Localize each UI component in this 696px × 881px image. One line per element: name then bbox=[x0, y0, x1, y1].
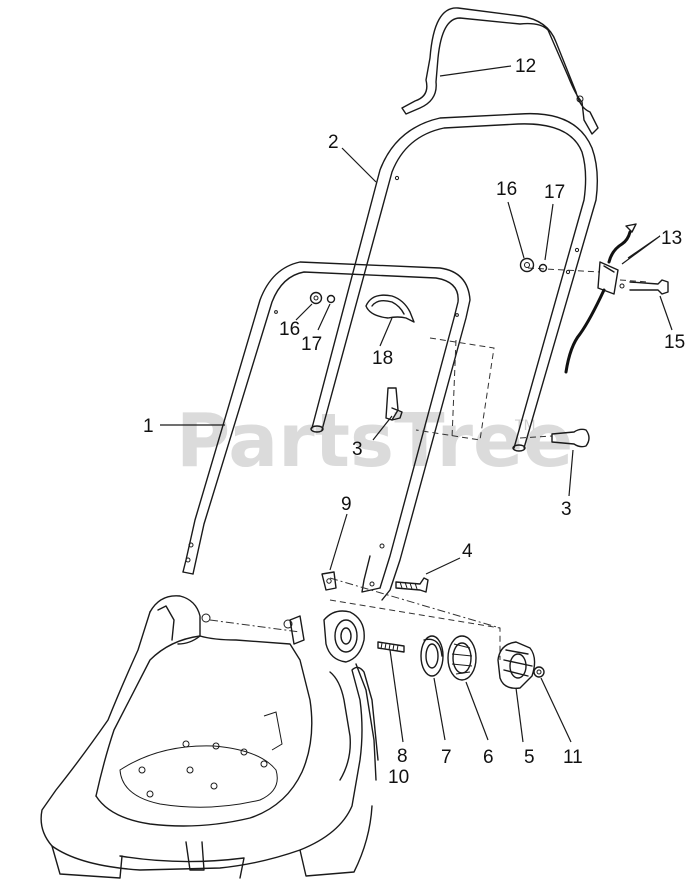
callout-11: 11 bbox=[563, 747, 583, 768]
callout-16-right: 16 bbox=[496, 179, 517, 200]
callout-8: 8 bbox=[397, 746, 408, 767]
leader-5 bbox=[515, 687, 524, 743]
callout-5: 5 bbox=[524, 747, 535, 768]
callout-16-left: 16 bbox=[279, 319, 300, 340]
part-7-bushing[interactable] bbox=[420, 635, 444, 677]
part-15-bolt[interactable] bbox=[619, 279, 669, 295]
callout-12: 12 bbox=[515, 56, 536, 77]
part-8-bolt[interactable] bbox=[377, 641, 405, 653]
part-17-washer-right[interactable] bbox=[538, 263, 548, 273]
handle-bracket bbox=[201, 610, 365, 663]
leader-6 bbox=[465, 681, 489, 741]
part-12-bail[interactable] bbox=[401, 7, 599, 135]
part-13-switch-and-cable[interactable] bbox=[564, 223, 637, 374]
leader-16b bbox=[507, 201, 525, 259]
leader-3b bbox=[568, 449, 574, 497]
leader-8 bbox=[389, 649, 404, 743]
leader-15 bbox=[659, 295, 673, 331]
part-6-spring[interactable] bbox=[447, 635, 477, 681]
part-3-knob-bolt-right[interactable] bbox=[551, 428, 590, 448]
leader-18 bbox=[379, 317, 393, 347]
part-18-cable-hook[interactable] bbox=[365, 294, 415, 323]
leader-7 bbox=[433, 677, 446, 741]
part-9-clip[interactable] bbox=[321, 571, 337, 591]
leader-4 bbox=[425, 557, 461, 575]
callout-6: 6 bbox=[483, 747, 494, 768]
part-4-screw[interactable] bbox=[395, 577, 429, 593]
part-3-knob-bolt-center[interactable] bbox=[385, 387, 403, 421]
leader-2 bbox=[341, 147, 377, 183]
callouts: 1 2 3 3 4 5 6 7 8 9 10 11 12 13 15 16 16… bbox=[143, 56, 685, 788]
callout-1: 1 bbox=[143, 416, 154, 437]
mower-deck bbox=[40, 595, 379, 879]
part-16-nut-left[interactable] bbox=[309, 291, 323, 305]
callout-13: 13 bbox=[661, 228, 682, 249]
callout-10: 10 bbox=[388, 767, 409, 788]
part-1-lower-handle[interactable] bbox=[182, 261, 471, 601]
part-5-knob[interactable] bbox=[497, 641, 536, 689]
callout-15: 15 bbox=[664, 332, 685, 353]
part-17-washer-left[interactable] bbox=[326, 294, 336, 304]
watermark-text: PartsTree bbox=[176, 398, 573, 484]
leader-16a bbox=[295, 303, 313, 321]
leader-9 bbox=[329, 513, 348, 571]
callout-3-right: 3 bbox=[561, 499, 572, 520]
leader-3a bbox=[372, 415, 393, 441]
callout-17-right: 17 bbox=[544, 182, 565, 203]
callout-2: 2 bbox=[328, 132, 339, 153]
leader-13 bbox=[621, 235, 661, 265]
part-2-upper-handle[interactable] bbox=[310, 112, 599, 452]
callout-7: 7 bbox=[441, 747, 452, 768]
leader-17b bbox=[544, 203, 554, 261]
leader-12 bbox=[439, 65, 512, 77]
leader-lines bbox=[160, 65, 673, 743]
leader-17a bbox=[317, 303, 331, 331]
callout-9: 9 bbox=[341, 494, 352, 515]
callout-3-center: 3 bbox=[352, 439, 363, 460]
leader-11 bbox=[540, 677, 572, 743]
part-16-nut-right[interactable] bbox=[519, 257, 535, 273]
part-11-nut[interactable] bbox=[533, 666, 545, 678]
callout-17-left: 17 bbox=[301, 334, 322, 355]
callout-4: 4 bbox=[462, 541, 473, 562]
callout-18: 18 bbox=[372, 348, 393, 369]
